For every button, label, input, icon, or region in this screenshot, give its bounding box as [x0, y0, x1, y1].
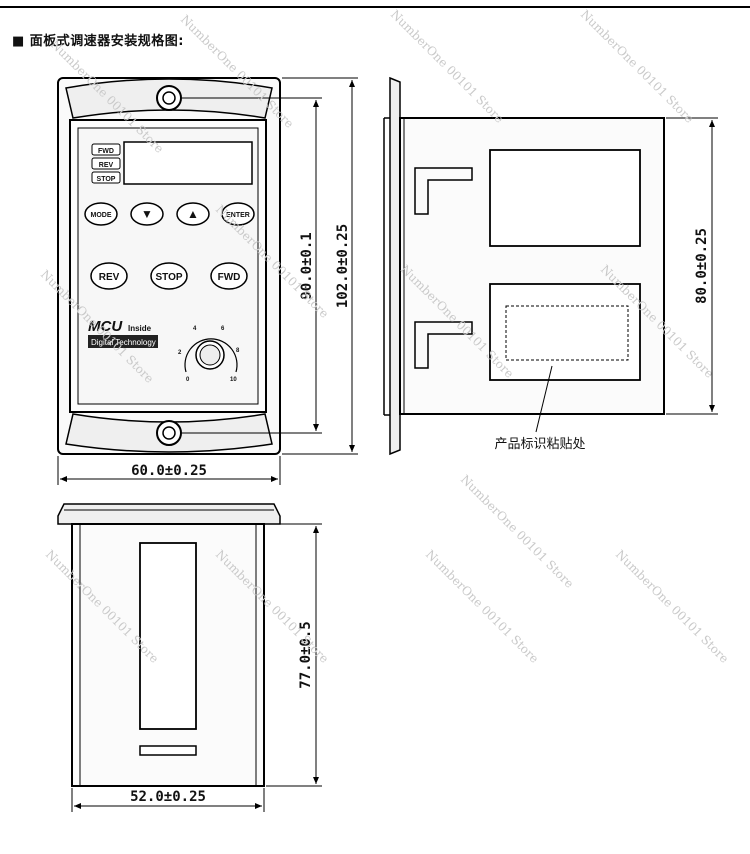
- top-mounting-hole-inner: [162, 91, 176, 105]
- brand-subtitle: Digital Technology: [91, 338, 156, 347]
- side-lower-clip: [414, 321, 473, 369]
- front-view: [57, 77, 281, 455]
- speed-knob-inner: [199, 344, 221, 366]
- top-mounting-hole: [156, 85, 182, 111]
- fwd-button-label: FWD: [218, 272, 241, 283]
- knob-scale-6: 6: [221, 326, 225, 332]
- bottom-mounting-hole-inner: [162, 426, 176, 440]
- side-dimension-lines: [666, 117, 718, 415]
- knob-scale-0: 0: [186, 377, 190, 383]
- bottom-flange: [57, 503, 281, 525]
- stop-button-label: STOP: [155, 272, 182, 283]
- up-arrow-icon: ▲: [187, 207, 199, 221]
- bottom-slot: [139, 745, 197, 756]
- side-lower-panel: [489, 283, 641, 381]
- watermark-4: NumberOne 00101 Store: [578, 7, 697, 126]
- side-upper-clip: [414, 167, 473, 215]
- knob-scale-10: 10: [230, 377, 237, 383]
- product-label-area: [505, 305, 629, 361]
- indicator-rev: REV: [99, 162, 114, 169]
- label-area-caption: 产品标识粘贴处: [494, 437, 585, 452]
- label-leader-line: [535, 365, 553, 433]
- up-button-shape: [176, 202, 210, 226]
- indicator-stop: STOP: [97, 176, 116, 183]
- indicator-box-rev: [91, 157, 121, 170]
- indicator-fwd: FWD: [98, 148, 114, 155]
- bottom-dimension-lines: [71, 523, 322, 812]
- page-title: ■ 面板式调速器安装规格图:: [12, 34, 185, 49]
- side-front-flange: [389, 76, 401, 456]
- front-height-dim: 102.0±0.25: [335, 224, 351, 308]
- brand-sub-bar: [88, 335, 158, 348]
- side-view: [383, 76, 665, 456]
- knob-scale-4: 4: [193, 326, 197, 332]
- bottom-window: [139, 542, 197, 730]
- mode-button-label: MODE: [91, 212, 112, 219]
- watermark-12: NumberOne 00101 Store: [458, 472, 577, 591]
- watermark-11: NumberOne 00101 Store: [423, 547, 542, 666]
- front-hole-pitch-dim: 90.0±0.1: [299, 232, 315, 299]
- indicator-box-fwd: [91, 143, 121, 156]
- enter-button-label: ENTER: [226, 212, 250, 219]
- knob-scale-arc: [184, 338, 238, 373]
- brand-logo: MCU: [88, 318, 123, 335]
- down-button-shape: [130, 202, 164, 226]
- mode-button-shape: [84, 202, 118, 226]
- bottom-mounting-hole: [156, 420, 182, 446]
- indicator-box-stop: [91, 171, 121, 184]
- side-height-dim: 80.0±0.25: [694, 228, 710, 304]
- bottom-view: [57, 503, 281, 787]
- front-dimension-lines: [57, 77, 358, 485]
- bottom-width-dim: 52.0±0.25: [130, 789, 206, 805]
- rev-button-label: REV: [99, 272, 120, 283]
- watermark-13: NumberOne 00101 Store: [613, 547, 732, 666]
- knob-scale-2: 2: [178, 350, 182, 356]
- top-rule: [0, 6, 750, 8]
- display-window: [123, 141, 253, 185]
- rev-button-shape: [90, 262, 128, 290]
- watermark-3: NumberOne 00101 Store: [388, 7, 507, 126]
- knob-scale-8: 8: [236, 348, 240, 354]
- enter-button-shape: [221, 202, 255, 226]
- bottom-depth-dim: 77.0±0.5: [298, 621, 314, 688]
- down-arrow-icon: ▼: [141, 207, 153, 221]
- front-width-dim: 60.0±0.25: [131, 463, 207, 479]
- stop-button-shape: [150, 262, 188, 290]
- brand-suffix: Inside: [128, 324, 152, 333]
- fwd-button-shape: [210, 262, 248, 290]
- side-upper-panel: [489, 149, 641, 247]
